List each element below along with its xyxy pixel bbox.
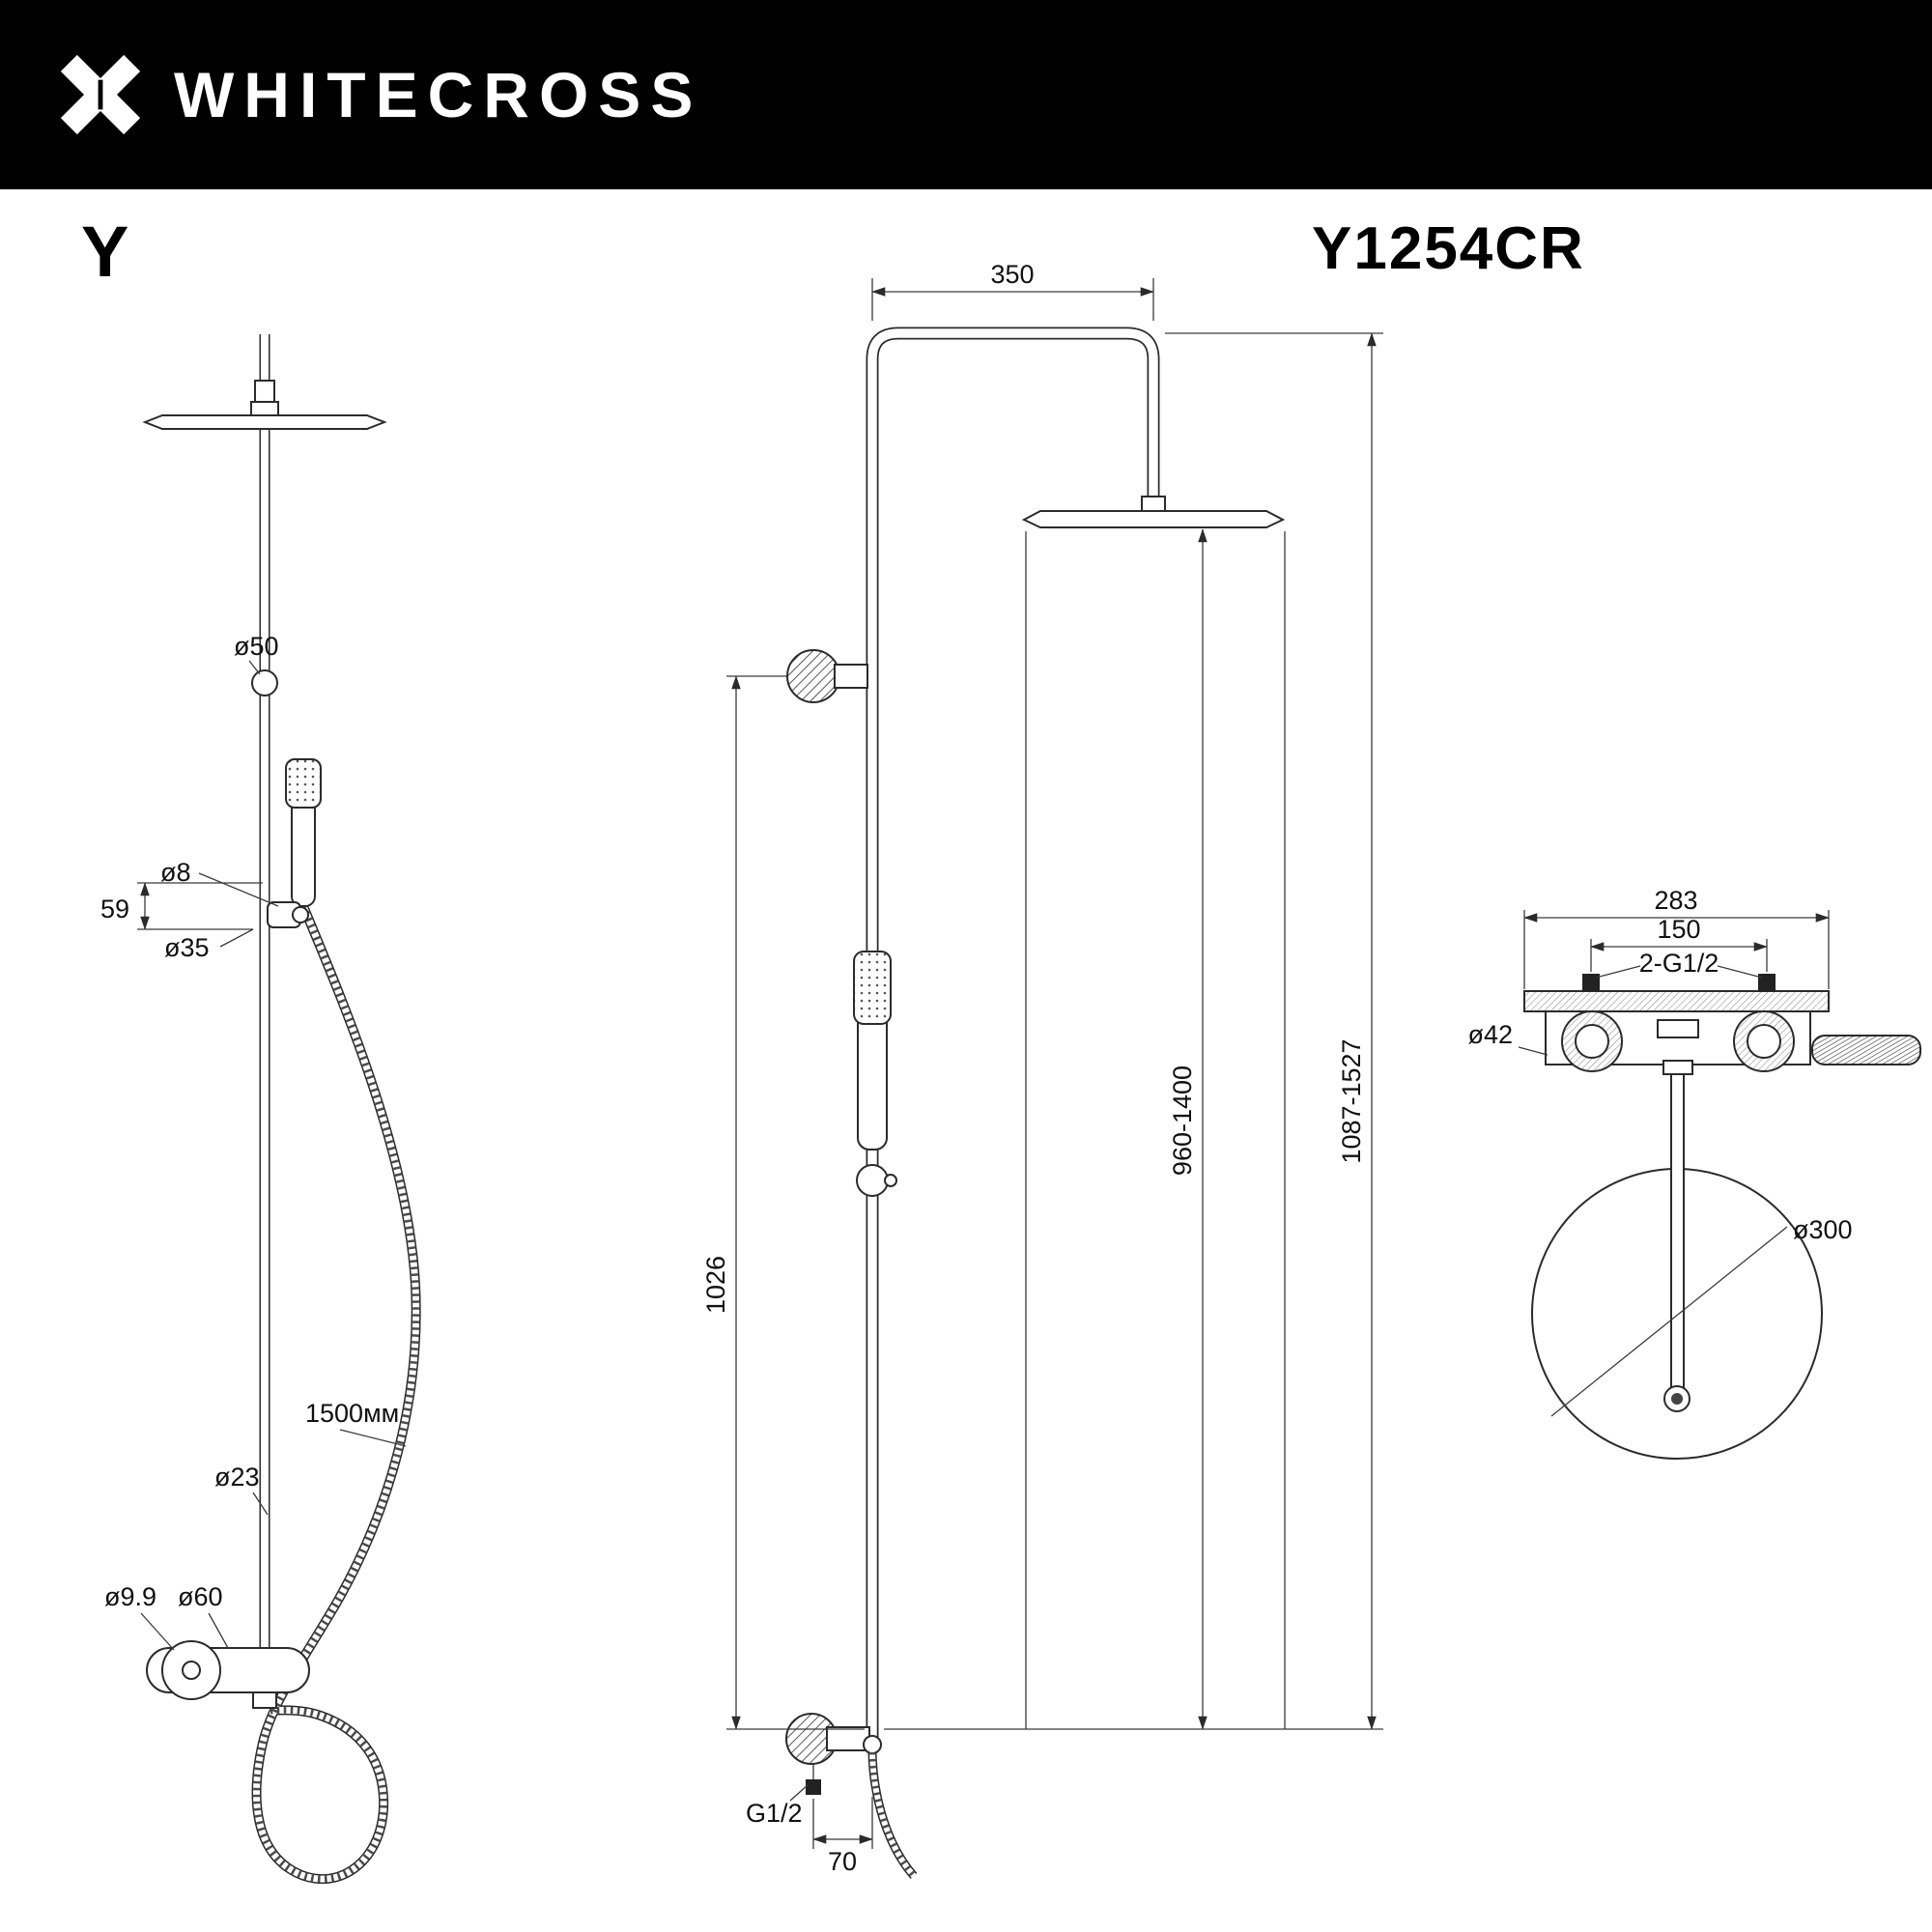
side-view: ø50 ø8 59 ø35 1500мм ø23 ø9.9 ø60 [100, 334, 421, 1885]
front-view-dimensions: 350 1026 960-1400 1087-1527 G1/2 [701, 260, 1383, 1876]
top-view: 283 150 2-G1/2 ø42 ø300 [1467, 886, 1921, 1460]
outlet-arm [826, 1726, 870, 1751]
mixer-center-port [1657, 1019, 1699, 1038]
top-temperature-handle [1811, 1035, 1921, 1065]
top-mixer-body [1545, 1010, 1811, 1075]
dim-bracket-to-outlet-label: 1026 [701, 1256, 730, 1314]
front-rain-head [1021, 510, 1286, 528]
dim-holder-diameter-label: ø35 [164, 933, 210, 962]
side-hand-shower [267, 758, 322, 928]
dim-body-diameter-label: ø42 [1467, 1020, 1513, 1049]
hose-length-label: 1500мм [305, 1399, 399, 1428]
side-view-dimensions: ø50 ø8 59 ø35 1500мм ø23 ø9.9 ø60 [100, 632, 407, 1651]
side-holder-knob [292, 906, 309, 923]
front-hose-tail [867, 1751, 918, 1879]
technical-drawing: ø50 ø8 59 ø35 1500мм ø23 ø9.9 ø60 [100, 260, 1921, 1885]
front-handset-head [853, 951, 892, 1025]
wall-flange [786, 649, 840, 703]
whitecross-logo-icon [60, 54, 141, 135]
front-riser-pipe [866, 327, 1160, 1739]
side-head-hub [250, 401, 279, 416]
dim-head-height-range-label: 960-1400 [1168, 1065, 1197, 1176]
side-handset-handle [291, 799, 316, 907]
dim-total-height-range-label: 1087-1527 [1337, 1038, 1366, 1163]
side-handset-head [285, 758, 322, 809]
top-inlet-right [1758, 974, 1776, 991]
dim-holder-pin-label: ø8 [160, 858, 191, 887]
front-view: 350 1026 960-1400 1087-1527 G1/2 [701, 260, 1383, 1879]
dim-union-diameter-label: ø50 [234, 632, 279, 661]
dim-arm-reach-label: 350 [990, 260, 1034, 289]
front-slider-knob [884, 1174, 897, 1187]
inlet-thread-label: G1/2 [746, 1799, 803, 1828]
dim-bar-width-label: 283 [1654, 886, 1697, 915]
top-mounting-bar [1523, 990, 1830, 1012]
front-handset-handle [857, 1011, 888, 1151]
top-inlet-left [1582, 974, 1600, 991]
front-slider-ring [856, 1164, 889, 1197]
dim-head-diameter-label: ø300 [1793, 1215, 1853, 1244]
dim-inlet-spacing-label: 150 [1657, 915, 1700, 944]
top-view-dimensions: 283 150 2-G1/2 ø42 ø300 [1467, 886, 1853, 1417]
series-label: Y [81, 212, 129, 292]
model-number: Y1254CR [1312, 215, 1585, 282]
dim-outlet-offset-label: 70 [828, 1847, 857, 1876]
brand-header: WHITECROSS [0, 0, 1932, 189]
bracket-arm [834, 664, 868, 689]
outlet-inlet-port [806, 1779, 821, 1795]
front-wall-bracket [786, 649, 868, 703]
logo-x-mark [60, 54, 141, 135]
front-hand-shower [853, 951, 897, 1197]
dim-valve-port-label: ø9.9 [104, 1582, 156, 1611]
side-head-fitting [254, 380, 275, 405]
side-rain-head [142, 414, 387, 430]
brand-name: WHITECROSS [174, 59, 703, 130]
hose-connector [863, 1735, 882, 1754]
top-riser-pipe [1670, 1064, 1685, 1400]
dim-holder-height-label: 59 [100, 895, 129, 923]
side-hose-outlet [252, 1691, 277, 1709]
dim-pipe-diameter-label: ø23 [214, 1463, 260, 1492]
side-shower-hose [251, 904, 421, 1885]
inlets-thread-label: 2-G1/2 [1639, 949, 1719, 978]
dim-valve-body-label: ø60 [178, 1582, 223, 1611]
mixer-outlet-port [1662, 1060, 1693, 1075]
side-riser-union [251, 669, 278, 696]
front-wall-outlet [785, 1713, 882, 1795]
